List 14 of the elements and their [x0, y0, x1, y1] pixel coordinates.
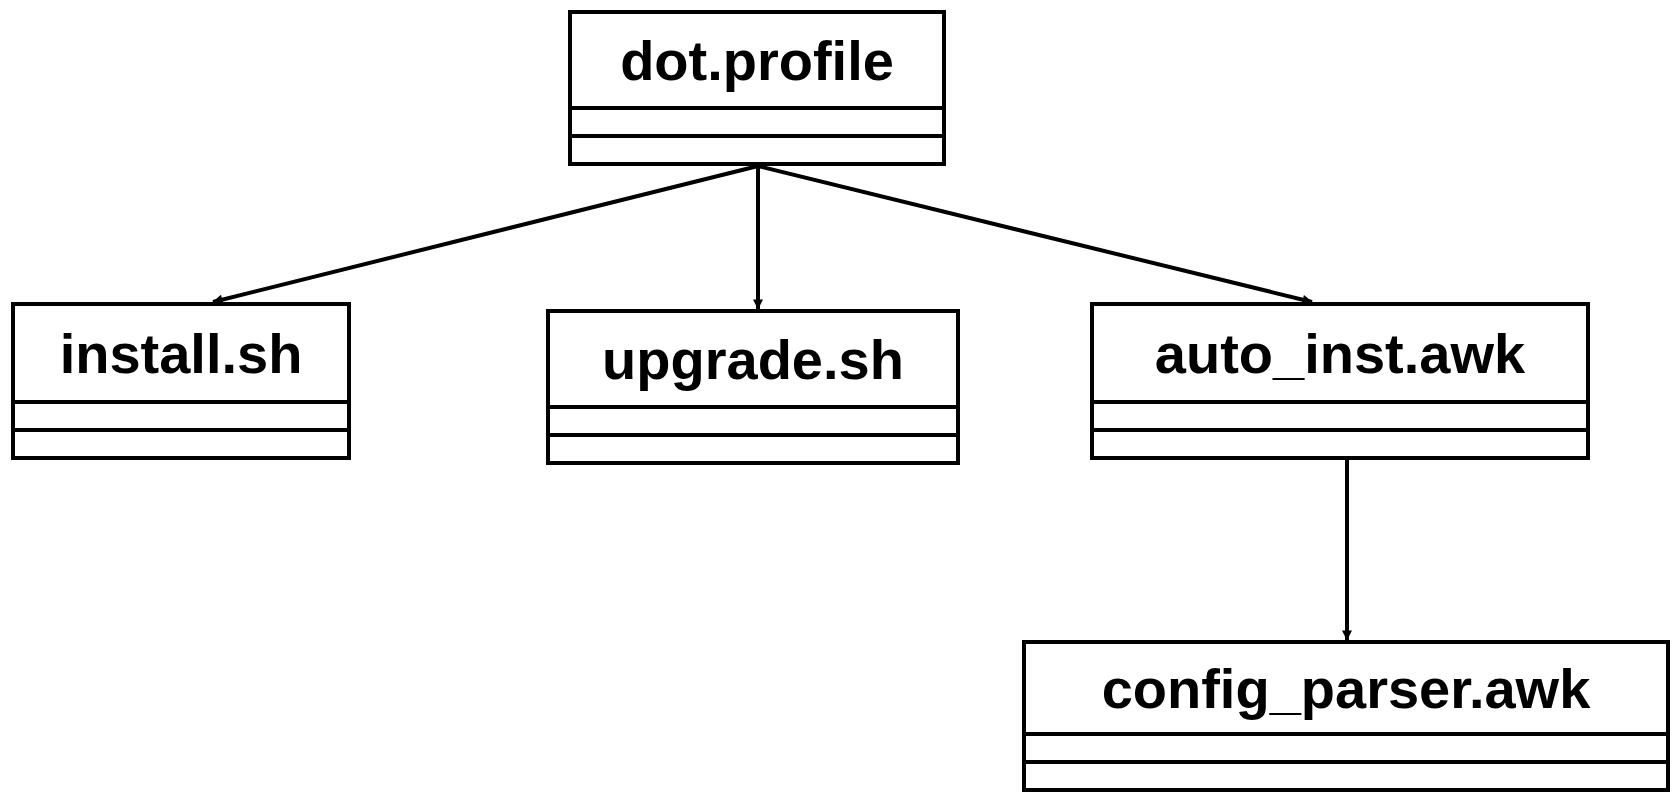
class-name: auto_inst.awk: [1154, 320, 1526, 386]
class-box: [11, 302, 351, 460]
class-box: [1090, 302, 1590, 460]
class-name: config_parser.awk: [1101, 655, 1591, 721]
arrow: [212, 164, 759, 305]
class-name: install.sh: [59, 320, 303, 386]
arrow: [757, 164, 1313, 305]
class-box: [568, 10, 946, 166]
class-box: [546, 309, 960, 465]
arrow: [753, 166, 763, 310]
class-box: [1022, 640, 1670, 792]
class-name: dot.profile: [620, 27, 894, 93]
arrow: [1342, 460, 1352, 641]
class-name: upgrade.sh: [602, 326, 904, 392]
